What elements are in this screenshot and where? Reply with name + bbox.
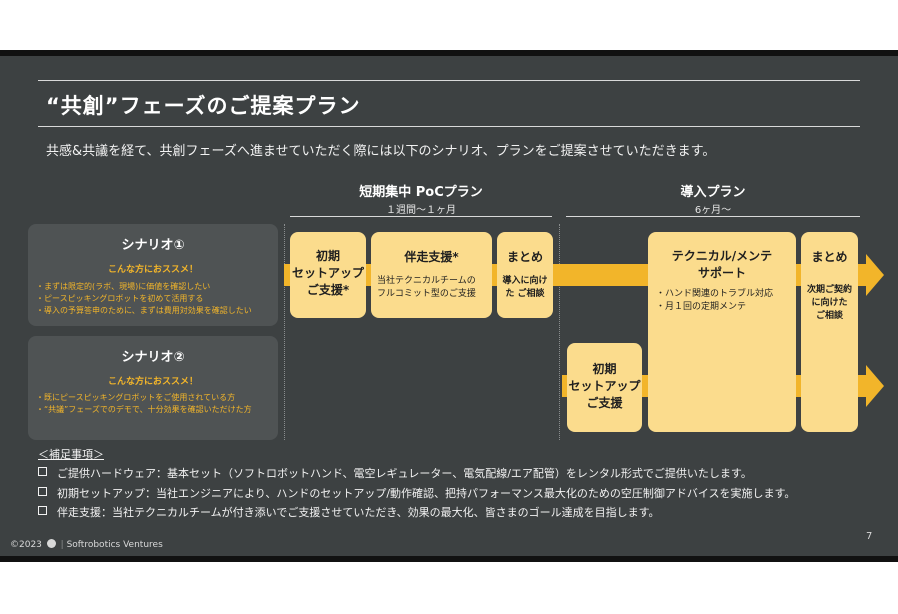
note-item: ご提供ハードウェア：基本セット（ソフトロボットハンド、電空レギュレーター、電気配… bbox=[38, 465, 752, 481]
bansou-support-title: 伴走支援* bbox=[404, 250, 459, 264]
summary-title-2: まとめ bbox=[811, 250, 848, 264]
checkbox-square-icon bbox=[38, 487, 47, 496]
initial-setup-box-1: 初期 セットアップ ご支援* bbox=[290, 232, 366, 318]
title-rule-bottom bbox=[38, 126, 860, 127]
checkbox-square-icon bbox=[38, 467, 47, 476]
scenario-2-arrow-head bbox=[866, 365, 884, 407]
list-item: ・ピースピッキングロボットを初めて活用する bbox=[36, 294, 204, 303]
notes-heading: ＜補足事項＞ bbox=[38, 448, 104, 461]
scenario-2-recommend: こんな方におススメ！ bbox=[107, 377, 198, 387]
technical-maintenance-title: テクニカル/メンテ サポート bbox=[671, 249, 773, 280]
footer-copyright: ©2023 | Softrobotics Ventures bbox=[10, 539, 163, 550]
intro-plan-duration: 6ヶ月〜 bbox=[694, 205, 732, 216]
top-band bbox=[0, 50, 898, 56]
divider-dotted bbox=[559, 224, 560, 440]
poc-plan-divider bbox=[290, 216, 552, 217]
initial-setup-title-1: 初期 セットアップ ご支援* bbox=[291, 249, 364, 297]
initial-setup-box-2: 初期 セットアップ ご支援 bbox=[567, 343, 642, 432]
bansou-support-box: 伴走支援* 当社テクニカルチームの フルコミット型のご支援 bbox=[371, 232, 492, 318]
page-title: “共創”フェーズのご提案プラン bbox=[46, 94, 361, 118]
brand-logo-icon bbox=[46, 539, 56, 548]
list-item: ・既にピースピッキングロボットをご使用されている方 bbox=[36, 393, 236, 402]
page-subtitle: 共感&共議を経て、共創フェーズへ進ませていただく際には以下のシナリオ、プランをご… bbox=[46, 144, 716, 159]
note-item: 伴走支援：当社テクニカルチームが付き添いでご支援させていただき、効果の最大化、皆… bbox=[38, 504, 659, 520]
page-number: 7 bbox=[866, 531, 873, 542]
list-item: ・導入の予算答申のために、まずは費用対効果を確認したい bbox=[36, 306, 252, 315]
scenario-1-recommend: こんな方におススメ！ bbox=[107, 265, 198, 275]
checkbox-square-icon bbox=[38, 506, 47, 515]
scenario-1-panel: シナリオ① こんな方におススメ！ ・まずは限定的(ラボ、現場)に価値を確認したい… bbox=[28, 224, 278, 326]
summary-body-1: 導入に向け た ご相談 bbox=[502, 276, 548, 299]
technical-maintenance-body: ・ハンド関連のトラブル対応 ・月１回の定期メンテ bbox=[656, 289, 774, 312]
scenario-2-list: ・既にピースピッキングロボットをご使用されている方 ・“共議”フェーズでのデモで… bbox=[36, 392, 252, 416]
scenario-2-panel: シナリオ② こんな方におススメ！ ・既にピースピッキングロボットをご使用されてい… bbox=[28, 336, 278, 440]
note-item: 初期セットアップ：当社エンジニアにより、ハンドのセットアップ/動作確認、把持パフ… bbox=[38, 485, 795, 501]
intro-plan-divider bbox=[566, 216, 860, 217]
poc-plan-title: 短期集中 PoCプラン bbox=[359, 185, 483, 200]
scenario-2-title: シナリオ② bbox=[121, 350, 185, 365]
summary-box-2: まとめ 次期ご契約 に向けた ご相談 bbox=[801, 232, 858, 432]
scenario-1-arrow-head bbox=[866, 254, 884, 296]
bottom-band bbox=[0, 556, 898, 562]
intro-plan-title: 導入プラン bbox=[680, 185, 746, 200]
initial-setup-title-2: 初期 セットアップ ご支援 bbox=[568, 362, 641, 410]
summary-title-1: まとめ bbox=[506, 250, 543, 264]
list-item: ・“共議”フェーズでのデモで、十分効果を確認いただけた方 bbox=[36, 405, 252, 414]
technical-maintenance-box: テクニカル/メンテ サポート ・ハンド関連のトラブル対応 ・月１回の定期メンテ bbox=[648, 232, 796, 432]
divider-dotted bbox=[284, 224, 285, 440]
poc-plan-duration: １週間〜１ヶ月 bbox=[386, 205, 456, 216]
summary-body-2: 次期ご契約 に向けた ご相談 bbox=[806, 285, 852, 321]
scenario-1-list: ・まずは限定的(ラボ、現場)に価値を確認したい ・ピースピッキングロボットを初め… bbox=[36, 281, 252, 317]
bansou-support-body: 当社テクニカルチームの フルコミット型のご支援 bbox=[377, 276, 476, 299]
scenario-1-title: シナリオ① bbox=[121, 238, 185, 253]
list-item: ・まずは限定的(ラボ、現場)に価値を確認したい bbox=[36, 282, 211, 291]
title-rule-top bbox=[38, 80, 860, 81]
summary-box-1: まとめ 導入に向け た ご相談 bbox=[497, 232, 553, 318]
